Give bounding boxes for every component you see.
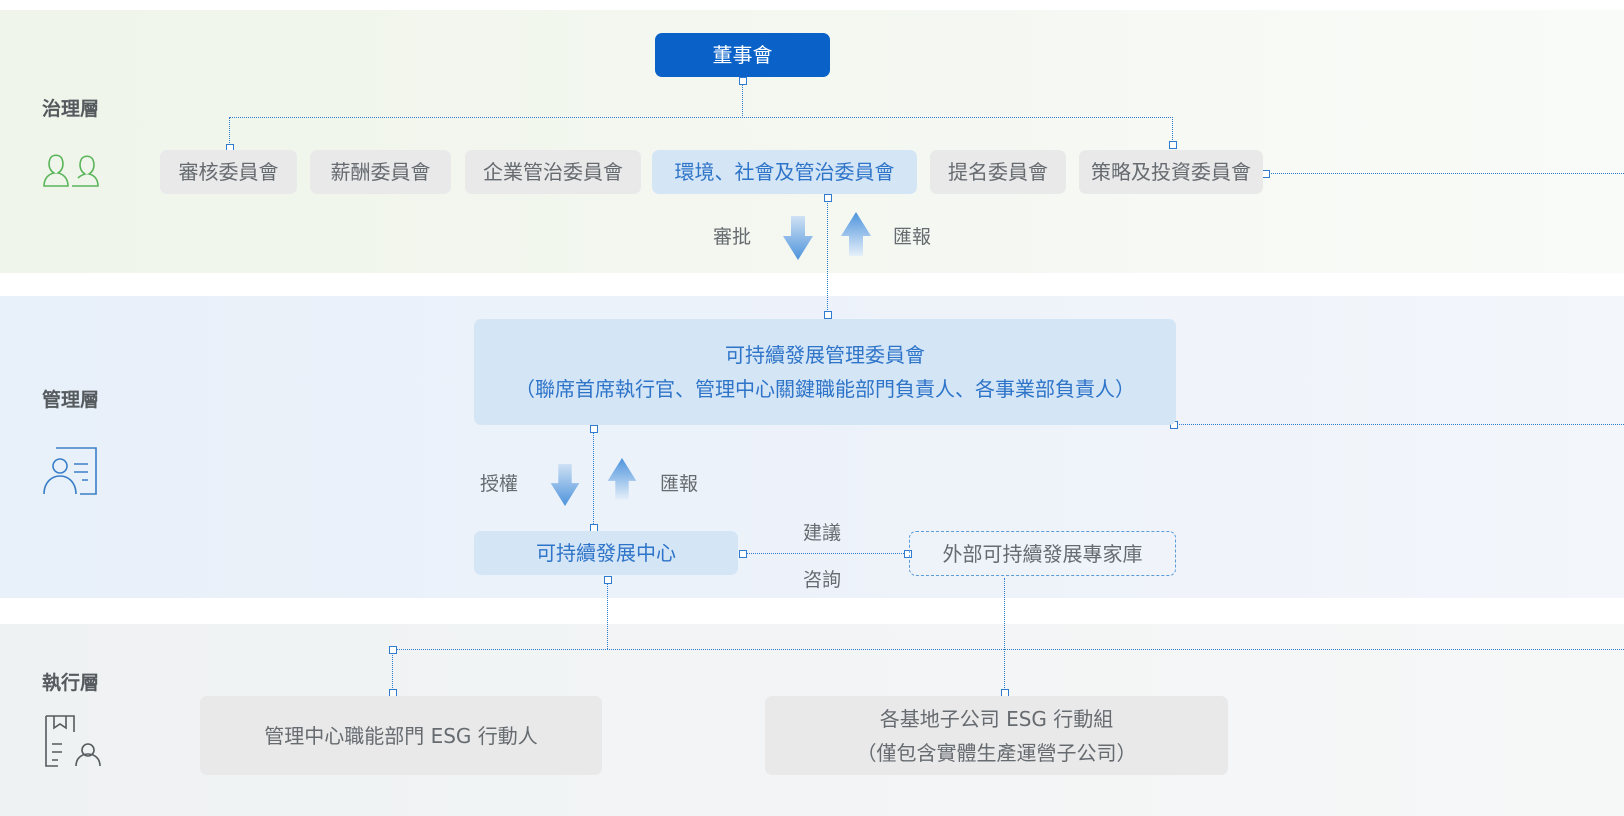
center-to-expert-connector xyxy=(742,553,906,554)
board-connector xyxy=(742,78,743,118)
report-label-2: 匯報 xyxy=(660,473,699,495)
arrow-down-icon xyxy=(783,216,813,260)
center-down-connector xyxy=(607,578,608,649)
report-label-1: 匯報 xyxy=(893,226,932,248)
connector-node xyxy=(389,646,397,654)
board-box[interactable]: 董事會 xyxy=(655,33,830,77)
right-connector-1 xyxy=(1266,173,1624,174)
arrow-up-icon xyxy=(841,212,871,256)
corporate-governance-committee-box[interactable]: 企業管治委員會 xyxy=(465,150,641,194)
execution-bus-line xyxy=(392,649,1624,650)
audit-connector xyxy=(229,117,230,147)
subsidiary-esg-group-box[interactable]: 各基地子公司 ESG 行動組 （僅包含實體生產運營子公司） xyxy=(765,696,1228,775)
subsidiary-esg-note: （僅包含實體生產運營子公司） xyxy=(856,740,1137,765)
nomination-committee-box[interactable]: 提名委員會 xyxy=(930,150,1066,194)
sustainability-committee-members: （聯席首席執行官、管理中心關鍵職能部門負責人、各事業部負責人） xyxy=(515,377,1135,401)
audit-committee-box[interactable]: 審核委員會 xyxy=(160,150,297,194)
connector-node xyxy=(1262,170,1270,178)
connector-node xyxy=(824,311,832,319)
authorize-label: 授權 xyxy=(480,473,519,495)
strategy-investment-committee-box[interactable]: 策略及投資委員會 xyxy=(1079,150,1263,194)
functional-connector xyxy=(392,649,393,692)
right-connector-2 xyxy=(1173,424,1624,425)
subsidiary-esg-title: 各基地子公司 ESG 行動組 xyxy=(879,706,1114,731)
connector-node xyxy=(904,550,912,558)
external-expert-pool-box[interactable]: 外部可持續發展專家庫 xyxy=(909,531,1176,576)
connector-node xyxy=(604,576,612,584)
document-person-icon xyxy=(43,447,97,495)
approve-label: 審批 xyxy=(713,226,752,248)
arrow-up-icon xyxy=(607,458,637,500)
strategy-connector xyxy=(1172,117,1173,144)
advise-label: 建議 xyxy=(803,522,842,544)
connector-node xyxy=(1169,141,1177,149)
sustainability-management-committee-box[interactable]: 可持續發展管理委員會 （聯席首席執行官、管理中心關鍵職能部門負責人、各事業部負責… xyxy=(474,319,1176,425)
connector-node xyxy=(739,77,747,85)
sustainability-committee-title: 可持續發展管理委員會 xyxy=(725,343,925,367)
consult-label: 咨詢 xyxy=(803,569,842,591)
functional-dept-esg-box[interactable]: 管理中心職能部門 ESG 行動人 xyxy=(200,696,602,775)
remuneration-committee-box[interactable]: 薪酬委員會 xyxy=(310,150,451,194)
sustainability-center-box[interactable]: 可持續發展中心 xyxy=(474,531,738,575)
execution-layer-label: 執行層 xyxy=(42,672,100,694)
esg-to-mgmt-connector xyxy=(827,196,828,314)
person-list-icon xyxy=(45,715,101,767)
expert-down-connector xyxy=(1004,578,1005,692)
connector-node xyxy=(824,194,832,202)
people-icon xyxy=(43,154,99,187)
governance-layer-label: 治理層 xyxy=(42,98,100,120)
arrow-down-icon xyxy=(550,464,580,506)
connector-node xyxy=(739,550,747,558)
connector-node xyxy=(590,425,598,433)
mgmt-to-center-connector xyxy=(593,428,594,528)
management-layer-label: 管理層 xyxy=(42,389,100,411)
esg-committee-box[interactable]: 環境、社會及管治委員會 xyxy=(652,150,917,194)
committee-bus-line xyxy=(229,117,1173,118)
